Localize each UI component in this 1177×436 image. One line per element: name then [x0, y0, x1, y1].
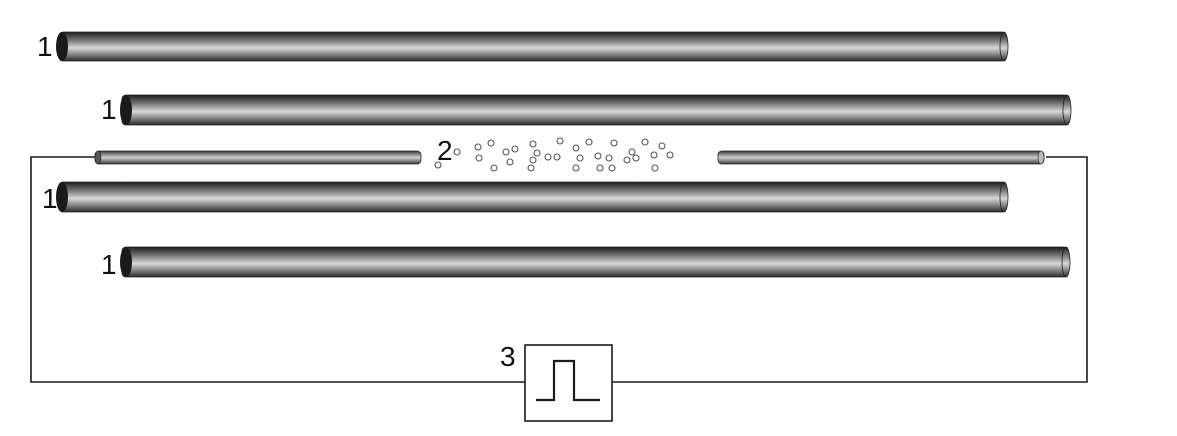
- particles-label: 2: [437, 135, 453, 166]
- rod-1: [56, 31, 1009, 62]
- rod-3-label: 1: [42, 183, 58, 214]
- left-electrode: [94, 150, 422, 165]
- pulse-source-label: 3: [500, 341, 516, 372]
- particle-cloud: [434, 137, 674, 172]
- right-electrode: [717, 150, 1045, 165]
- pulse-source-box: [524, 344, 613, 422]
- rod-2-label: 1: [101, 94, 117, 125]
- rod-4-label: 1: [101, 249, 117, 280]
- rod-1-label: 1: [37, 31, 53, 62]
- square-pulse-icon: [536, 359, 600, 402]
- rod-4: [120, 246, 1071, 278]
- rod-3: [56, 181, 1009, 213]
- rod-2: [120, 94, 1072, 126]
- circuit-wire: [30, 156, 1088, 383]
